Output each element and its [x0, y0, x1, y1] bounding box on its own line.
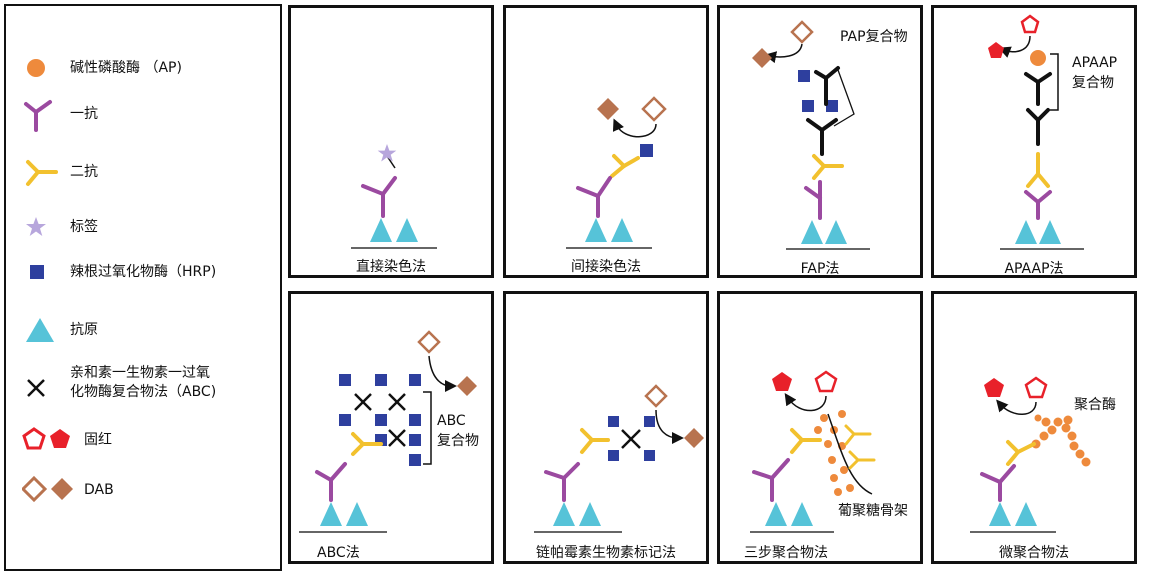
legend-label-antigen: 抗原: [70, 321, 98, 338]
abc-complex-label-line1: ABC: [437, 413, 466, 429]
ap-dots: [814, 410, 854, 496]
ap-dot-icon: [22, 50, 70, 86]
fast-red-filled-icon: [984, 378, 1004, 397]
panel-micropolymer: 聚合酶 微聚合物法: [931, 291, 1137, 564]
panel-direct-label: 直接染色法: [356, 259, 426, 275]
dab-diamond-outline-icon: [644, 384, 668, 408]
fast-red-outline-icon: [814, 370, 838, 393]
antigen-pair: [370, 218, 418, 242]
dab-diamond-filled-icon: [457, 376, 477, 396]
secondary-antibody: [790, 428, 822, 454]
secondary-antibody: [351, 432, 383, 456]
hrp-square-icon: [22, 254, 70, 290]
panel-envision: 葡聚糖骨架 三步聚合物法: [717, 291, 923, 564]
antigen-pair: [801, 220, 847, 244]
antigen-pair: [585, 218, 633, 242]
panel-pap-label: FAP法: [800, 261, 840, 277]
abc-hrp-grid: [339, 374, 421, 466]
secondary-antibody: [1006, 440, 1036, 466]
antigen-pair: [989, 502, 1037, 526]
legend-item-fast-red: 固红: [22, 422, 112, 458]
antigen-pair: [320, 502, 368, 526]
legend-label-dab: DAB: [84, 481, 114, 498]
legend-label-abc-line1: 亲和素一生物素一过氧: [70, 365, 210, 381]
legend-label-hrp: 辣根过氧化物酶（HRP): [70, 263, 217, 280]
legend-label-secondary-antibody: 二抗: [70, 163, 98, 180]
abc-cross-icons: [354, 393, 406, 447]
legend-item-abc: 亲和素一生物素一过氧 化物酶复合物法（ABC): [22, 364, 216, 402]
panel-abc: ABC 复合物 ABC法: [288, 291, 494, 564]
antigen-pair: [1015, 220, 1061, 244]
legend-label-fast-red: 固红: [84, 431, 112, 448]
panel-apaap-label: APAAP法: [1004, 261, 1064, 277]
pap-complex-label: PAP复合物: [840, 29, 908, 45]
primary-antibody: [576, 176, 612, 218]
legend-item-primary-antibody: 一抗: [22, 96, 98, 132]
label-star-icon: [377, 144, 397, 169]
panel-lsab: 链帕霉素生物素标记法: [503, 291, 709, 564]
apaap-complex-label-line2: 复合物: [1072, 75, 1114, 91]
panel-micropolymer-label: 微聚合物法: [999, 545, 1069, 561]
dab-diamond-filled-icon: [597, 98, 619, 120]
panel-lsab-label: 链帕霉素生物素标记法: [536, 545, 676, 561]
dab-diamond-icon: [22, 472, 84, 508]
panel-abc-label: ABC法: [317, 545, 360, 561]
pap-complex-antibody: [806, 66, 840, 156]
abc-cross-icon: [621, 429, 641, 449]
ap-dot-icon: [1030, 50, 1046, 66]
primary-antibody: [980, 464, 1016, 502]
panel-envision-label: 三步聚合物法: [744, 545, 828, 561]
legend-item-label: 标签: [22, 209, 98, 245]
primary-antibody-icon: [22, 96, 70, 132]
secondary-antibody: [610, 154, 640, 178]
panel-direct: 直接染色法: [288, 5, 494, 278]
antigen-pair: [765, 502, 813, 526]
panel-indirect-label: 间接染色法: [571, 259, 641, 275]
panel-apaap: APAAP 复合物 APAAP法: [931, 5, 1137, 278]
antigen-triangle-icon: [22, 312, 70, 348]
primary-antibody: [1024, 190, 1052, 220]
fast-red-filled-icon: [772, 372, 792, 391]
secondary-antibody: [1026, 152, 1050, 188]
abc-cross-icon: [22, 364, 70, 402]
label-star-icon: [22, 209, 70, 245]
dab-diamond-filled-icon: [684, 428, 704, 448]
apaap-complex-label-line1: APAAP: [1072, 55, 1118, 71]
legend-label-primary-antibody: 一抗: [70, 105, 98, 122]
panel-pap: PAP复合物 FAP法: [717, 5, 923, 278]
fast-red-outline-icon: [1024, 376, 1048, 399]
hrp-square-icon: [640, 144, 653, 157]
legend-label-label: 标签: [70, 218, 98, 235]
dextran-backbone-label: 葡聚糖骨架: [838, 503, 908, 519]
legend-item-dab: DAB: [22, 472, 114, 508]
dab-diamond-outline-icon: [790, 20, 814, 44]
secondary-antibody: [580, 428, 610, 454]
legend-item-hrp: 辣根过氧化物酶（HRP): [22, 254, 216, 290]
fast-red-outline-icon: [1020, 14, 1040, 34]
legend-item-antigen: 抗原: [22, 312, 98, 348]
secondary-antibody-icon: [22, 154, 70, 190]
dab-diamond-filled-icon: [752, 48, 772, 68]
polymer-enzyme-chain: [1031, 414, 1091, 467]
primary-antibody: [804, 180, 822, 220]
apaap-complex-antibody: [1024, 72, 1052, 146]
legend-panel: 碱性磷酸酶 （AP) 一抗 二抗 标签 辣根过氧化物酶（HRP) 抗原: [4, 4, 282, 571]
panel-indirect: 间接染色法: [503, 5, 709, 278]
fast-red-pentagon-icon: [22, 422, 84, 458]
legend-label-abc-line2: 化物酶复合物法（ABC): [70, 384, 217, 400]
antigen-pair: [553, 502, 601, 526]
polymer-enzyme-label: 聚合酶: [1074, 397, 1116, 413]
legend-item-ap: 碱性磷酸酶 （AP): [22, 50, 182, 86]
primary-antibody: [315, 462, 347, 502]
dab-diamond-outline-icon: [641, 96, 667, 122]
dab-diamond-outline-icon: [417, 330, 441, 354]
fast-red-filled-icon: [988, 42, 1004, 58]
primary-antibody: [544, 462, 580, 502]
secondary-antibody: [812, 154, 844, 180]
legend-item-secondary-antibody: 二抗: [22, 154, 98, 190]
legend-label-ap: 碱性磷酸酶 （AP): [70, 59, 182, 76]
primary-antibody: [361, 176, 397, 218]
abc-complex-label-line2: 复合物: [437, 433, 479, 449]
primary-antibody: [752, 458, 790, 502]
